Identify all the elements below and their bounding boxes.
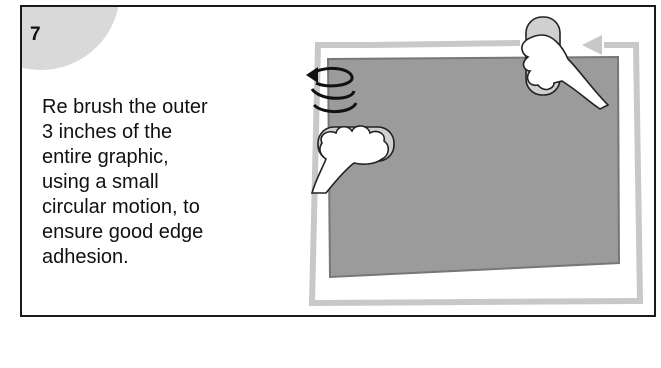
application-illustration [282,9,652,315]
direction-arrow-icon [582,35,602,55]
step-number: 7 [30,24,41,46]
step-card: 7 Re brush the outer 3 inches of the ent… [20,5,656,317]
step-instruction: Re brush the outer 3 inches of the entir… [42,95,242,270]
